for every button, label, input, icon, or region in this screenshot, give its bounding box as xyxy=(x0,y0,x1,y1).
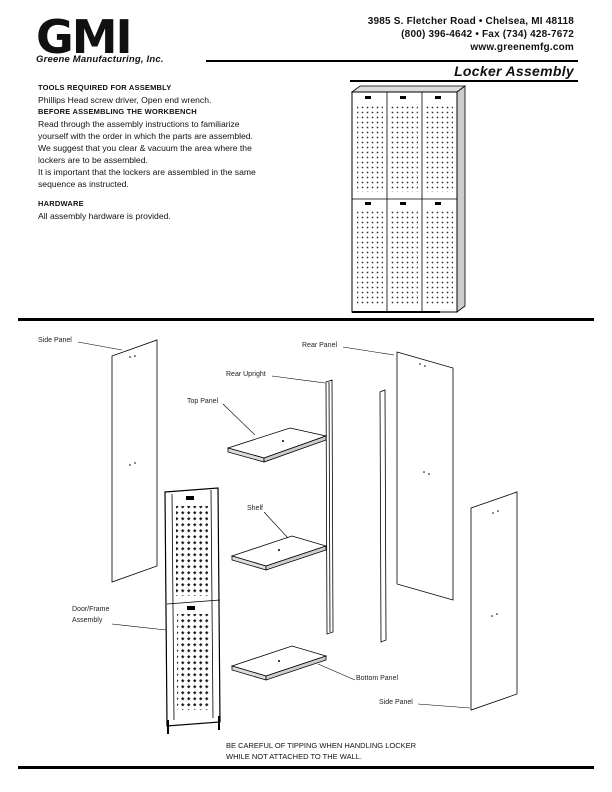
hardware-heading: HARDWARE xyxy=(38,199,84,208)
label-rear-panel: Rear Panel xyxy=(302,342,338,349)
label-bottom-panel: Bottom Panel xyxy=(356,675,399,682)
before-paragraph-2: We suggest that you clear & vacuum the a… xyxy=(38,143,252,165)
warning-line-1: BE CAREFUL OF TIPPING WHEN HANDLING LOCK… xyxy=(226,741,417,750)
header-rule xyxy=(206,60,578,62)
tools-heading: TOOLS REQUIRED FOR ASSEMBLY xyxy=(38,83,172,92)
address-line: 3985 S. Fletcher Road • Chelsea, MI 4811… xyxy=(367,16,574,27)
before-paragraph-3: It is important that the lockers are ass… xyxy=(38,167,256,189)
second-upright xyxy=(379,389,387,643)
label-top-panel: Top Panel xyxy=(187,398,219,405)
warning-line-2: WHILE NOT ATTACHED TO THE WALL. xyxy=(226,752,362,761)
intro-section: TOOLS REQUIRED FOR ASSEMBLY Phillips Hea… xyxy=(38,82,270,222)
label-side-panel-right: Side Panel xyxy=(379,699,413,706)
label-door-frame-2: Assembly xyxy=(72,617,103,624)
hardware-text: All assembly hardware is provided. xyxy=(38,211,171,221)
phone-fax-line: (800) 396-4642 • Fax (734) 428-7672 xyxy=(401,29,574,40)
document-title: Locker Assembly xyxy=(454,63,574,79)
section-divider-top xyxy=(18,318,594,321)
company-name: Greene Manufacturing, Inc. xyxy=(36,54,164,65)
company-logo: GMI xyxy=(36,10,133,64)
title-underline xyxy=(350,80,578,82)
website-line: www.greenemfg.com xyxy=(470,42,574,53)
rear-panel xyxy=(396,351,454,601)
label-rear-upright: Rear Upright xyxy=(226,371,266,378)
left-side-panel xyxy=(111,339,158,583)
tipping-warning: BE CAREFUL OF TIPPING WHEN HANDLING LOCK… xyxy=(226,740,486,762)
label-side-panel-left: Side Panel xyxy=(38,337,72,344)
label-shelf: Shelf xyxy=(247,505,263,512)
before-heading: BEFORE ASSEMBLING THE WORKBENCH xyxy=(38,107,197,116)
label-door-frame-1: Door/Frame xyxy=(72,606,110,613)
tools-text: Phillips Head screw driver, Open end wre… xyxy=(38,95,212,105)
before-paragraph-1: Read through the assembly instructions t… xyxy=(38,119,253,141)
section-divider-bottom xyxy=(18,766,594,769)
right-side-panel xyxy=(470,491,518,711)
